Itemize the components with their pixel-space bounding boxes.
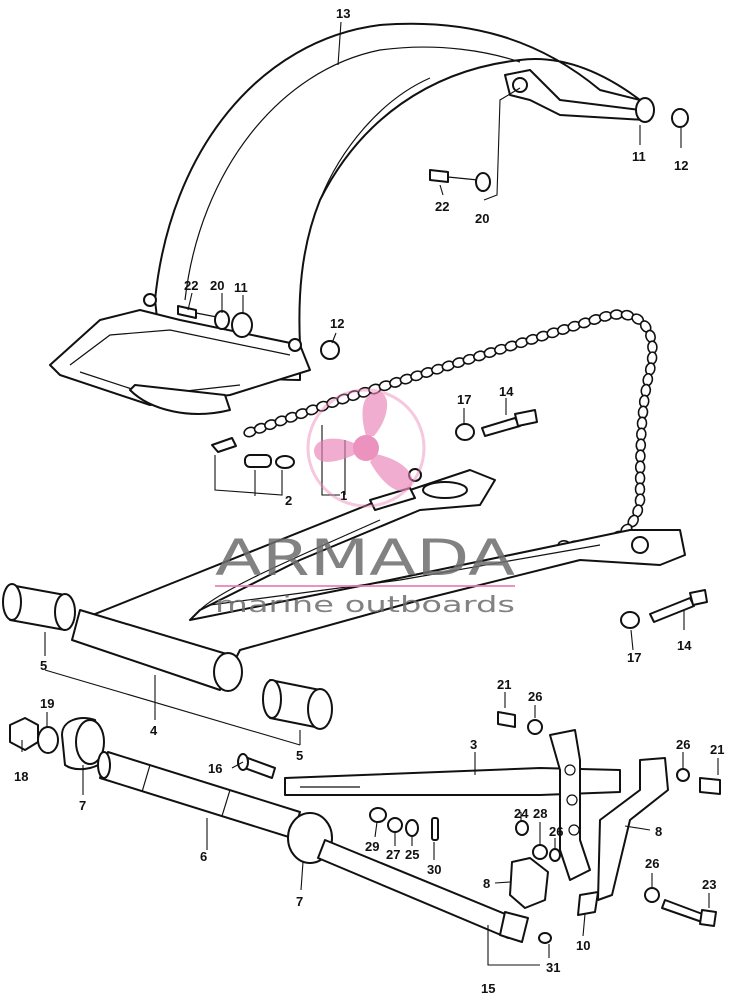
callout-26: 26	[645, 856, 659, 871]
callout-13: 13	[336, 6, 350, 21]
callout-10: 10	[576, 938, 590, 953]
callout-12: 12	[674, 158, 688, 173]
callout-8: 8	[655, 824, 662, 839]
callout-23: 23	[702, 877, 716, 892]
callout-26: 26	[528, 689, 542, 704]
pivot-nut-washer	[9, 717, 106, 771]
pivot-shaft	[97, 751, 301, 839]
callout-11: 11	[632, 149, 646, 164]
callout-16: 16	[208, 761, 222, 776]
rear-fender	[49, 22, 646, 415]
chain-master-link	[211, 437, 295, 469]
callout-26: 26	[549, 824, 563, 839]
callout-1: 1	[340, 488, 347, 503]
callout-21: 21	[497, 677, 511, 692]
callout-28: 28	[533, 806, 547, 821]
callout-31: 31	[546, 960, 560, 975]
callout-11: 11	[234, 280, 248, 295]
callout-8: 8	[483, 876, 490, 891]
callout-21: 21	[710, 742, 724, 757]
callout-5: 5	[296, 748, 303, 763]
callout-17: 17	[627, 650, 641, 665]
callout-20: 20	[475, 211, 489, 226]
callout-14: 14	[499, 384, 514, 399]
callout-6: 6	[200, 849, 207, 864]
callout-17: 17	[457, 392, 471, 407]
callout-7: 7	[79, 798, 86, 813]
callout-3: 3	[470, 737, 477, 752]
callout-29: 29	[365, 839, 379, 854]
callout-2: 2	[285, 493, 292, 508]
watermark: ARMADA marine outboards	[215, 388, 515, 618]
stand-brackets	[509, 729, 669, 916]
callout-4: 4	[150, 723, 158, 738]
callout-15: 15	[481, 981, 495, 996]
callout-30: 30	[427, 862, 441, 877]
rear-axle	[317, 839, 552, 944]
swing-arm	[71, 468, 686, 692]
callout-22: 22	[435, 199, 449, 214]
callout-14: 14	[677, 638, 692, 653]
drive-chain	[243, 309, 658, 551]
callout-20: 20	[210, 278, 224, 293]
callout-19: 19	[40, 696, 54, 711]
callout-22: 22	[184, 278, 198, 293]
fender-hardware	[177, 97, 689, 360]
callout-18: 18	[14, 769, 28, 784]
callout-7: 7	[296, 894, 303, 909]
callout-27: 27	[386, 847, 400, 862]
callout-5: 5	[40, 658, 47, 673]
callout-26: 26	[676, 737, 690, 752]
watermark-tagline: marine outboards	[215, 593, 515, 618]
callout-25: 25	[405, 847, 419, 862]
chain-adjusters	[455, 409, 708, 629]
stand-hardware	[369, 711, 721, 927]
callout-24: 24	[514, 806, 529, 821]
chain-link	[634, 482, 646, 497]
propeller-icon	[306, 388, 426, 508]
pivot-bushings	[2, 583, 333, 730]
callouts: 13 11 12 22 20 22 20 11 12 17 14 2 1 17 …	[14, 6, 724, 996]
watermark-brand: ARMADA	[215, 529, 515, 587]
callout-12: 12	[330, 316, 344, 331]
